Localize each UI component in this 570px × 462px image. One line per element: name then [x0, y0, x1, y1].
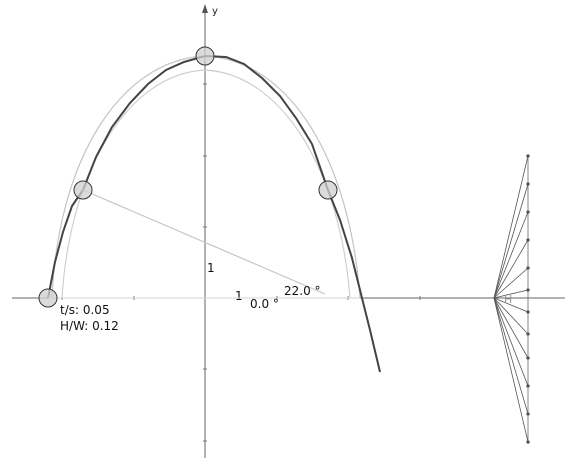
- fan-ray: [493, 211, 529, 299]
- angle-left-label: 0.0 °: [250, 297, 279, 311]
- y-axis-label: y: [212, 6, 218, 17]
- y-axis-arrow: [202, 4, 208, 13]
- fan-ray: [493, 239, 529, 299]
- angle-right-label: 22.0 °: [284, 284, 321, 298]
- handle-apex[interactable]: [195, 46, 215, 66]
- fan-ray: [493, 297, 529, 313]
- fan-ray: [493, 297, 529, 443]
- fan-ray: [493, 183, 529, 299]
- y-ticks: [203, 83, 207, 442]
- handle-left-base[interactable]: [38, 288, 58, 308]
- guide-curve-inner: [61, 69, 351, 299]
- ts-readout: t/s: 0.05: [60, 303, 110, 317]
- chord-line: [82, 189, 326, 295]
- fan-ray: [493, 267, 529, 299]
- axes: y 1 1: [12, 4, 565, 458]
- fan-ray: [493, 297, 529, 359]
- hw-readout: H/W: 0.12: [60, 319, 119, 333]
- fan-diagram: [493, 154, 530, 444]
- fan-ray: [493, 297, 529, 387]
- fan-ray: [493, 297, 529, 335]
- handle-left-mid[interactable]: [73, 180, 93, 200]
- fan-ray: [493, 289, 529, 299]
- handle-right-mid[interactable]: [318, 180, 338, 200]
- fan-ray: [493, 155, 529, 299]
- fan-ray: [493, 297, 529, 415]
- fan-faint-label: H: [504, 293, 512, 306]
- y-unit-label: 1: [207, 261, 215, 275]
- guide-curve-outer: [51, 55, 361, 299]
- x-unit-label: 1: [235, 289, 243, 303]
